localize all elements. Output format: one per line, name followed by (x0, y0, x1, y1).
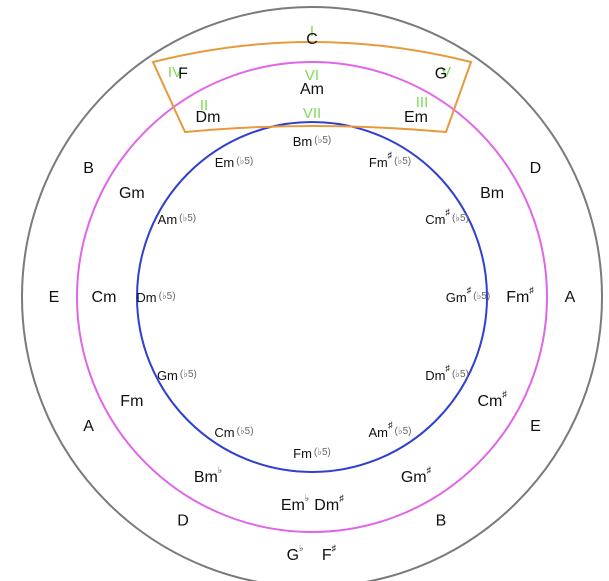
dim-key-6: Fm(♭5) (293, 446, 331, 461)
svg-text:Cm(♭5): Cm(♭5) (214, 425, 253, 440)
svg-text:Fm: Fm (120, 393, 143, 410)
minor-key-4: Cm♯ (477, 389, 507, 410)
svg-text:Gm: Gm (119, 185, 145, 202)
diatonic-highlight-frame (151, 41, 473, 134)
svg-text:Dm♯: Dm♯ (314, 493, 344, 514)
minor-key-1: Em (404, 108, 428, 125)
dim-key-9: Dm(♭5) (136, 290, 175, 305)
major-key-9: E (49, 289, 60, 306)
minor-key-7: Bm♭ (194, 465, 222, 486)
dim-key-1: Fm♯(♭5) (369, 150, 411, 170)
svg-text:Fm♯(♭5): Fm♯(♭5) (369, 150, 411, 170)
dim-key-8: Gm(♭5) (157, 368, 197, 383)
svg-text:Bm♭: Bm♭ (194, 465, 222, 486)
dim-key-3: Gm♯(♭5) (446, 285, 490, 305)
major-key-0: C (306, 31, 318, 48)
svg-text:Cm: Cm (92, 289, 117, 306)
roman-numeral-v: V (441, 64, 451, 81)
dim-key-10: Am(♭5) (158, 212, 196, 227)
svg-text:D: D (177, 512, 189, 529)
outer-ring (21, 6, 603, 581)
svg-text:Bm: Bm (480, 185, 504, 202)
inner-ring (136, 121, 488, 473)
major-key-11: F (178, 65, 188, 82)
minor-key-9: Cm (92, 289, 117, 306)
svg-text:Gm(♭5): Gm(♭5) (157, 368, 197, 383)
roman-numeral-iii: III (416, 94, 429, 111)
roman-numeral-ii: II (200, 97, 208, 114)
major-key-7: D (177, 512, 189, 529)
svg-text:Dm♯(♭5): Dm♯(♭5) (425, 363, 469, 383)
minor-key-6: Em♭Dm♯ (281, 493, 344, 514)
dim-key-4: Dm♯(♭5) (425, 363, 469, 383)
svg-text:D: D (530, 160, 542, 177)
major-key-3: A (565, 289, 576, 306)
minor-key-8: Fm (120, 393, 143, 410)
svg-text:Dm: Dm (196, 108, 221, 125)
middle-ring (76, 61, 548, 533)
minor-key-0: Am (300, 81, 324, 98)
svg-text:C: C (306, 31, 318, 48)
dim-key-2: Cm♯(♭5) (425, 207, 469, 227)
svg-text:Em♭: Em♭ (281, 493, 309, 514)
roman-numeral-i: I (310, 23, 314, 40)
svg-text:Dm(♭5): Dm(♭5) (136, 290, 175, 305)
major-key-8: A (83, 418, 94, 435)
svg-text:Am: Am (300, 81, 324, 98)
svg-text:Am♯(♭5): Am♯(♭5) (369, 420, 412, 440)
dim-key-0: Bm(♭5) (293, 134, 331, 149)
svg-text:F: F (178, 65, 188, 82)
svg-text:Em: Em (404, 108, 428, 125)
svg-text:Cm♯(♭5): Cm♯(♭5) (425, 207, 469, 227)
svg-text:Gm♯(♭5): Gm♯(♭5) (446, 285, 490, 305)
major-key-6: G♭ F♯ (287, 543, 337, 564)
svg-text:Am(♭5): Am(♭5) (158, 212, 196, 227)
svg-text:A: A (565, 289, 576, 306)
svg-text:Em(♭5): Em(♭5) (215, 154, 253, 169)
minor-key-2: Bm (480, 185, 504, 202)
roman-numeral-vii: VII (303, 105, 321, 122)
dim-key-7: Cm(♭5) (214, 425, 253, 440)
svg-text:A: A (83, 418, 94, 435)
major-key-4: E (530, 418, 541, 435)
dim-key-11: Em(♭5) (215, 154, 253, 169)
svg-text:G♭: G♭ (287, 543, 304, 564)
svg-text:Gm♯: Gm♯ (401, 465, 432, 486)
roman-numeral-iv: IV (168, 64, 182, 81)
svg-text:Bm(♭5): Bm(♭5) (293, 134, 331, 149)
svg-text:B: B (436, 512, 447, 529)
svg-text:F♯: F♯ (322, 543, 337, 564)
svg-text:Cm♯: Cm♯ (477, 389, 507, 410)
major-key-2: D (530, 160, 542, 177)
svg-text:G: G (435, 65, 447, 82)
major-key-10: B (83, 160, 94, 177)
svg-text:Fm(♭5): Fm(♭5) (293, 446, 331, 461)
svg-text:B: B (83, 160, 94, 177)
minor-key-3: Fm♯ (506, 285, 534, 306)
svg-text:E: E (49, 289, 60, 306)
roman-numeral-vi: VI (305, 67, 319, 84)
major-key-1: G (435, 65, 447, 82)
minor-key-5: Gm♯ (401, 465, 432, 486)
dim-key-5: Am♯(♭5) (369, 420, 412, 440)
minor-key-10: Gm (119, 185, 145, 202)
svg-text:E: E (530, 418, 541, 435)
major-key-5: B (436, 512, 447, 529)
svg-text:Fm♯: Fm♯ (506, 285, 534, 306)
minor-key-11: Dm (196, 108, 221, 125)
